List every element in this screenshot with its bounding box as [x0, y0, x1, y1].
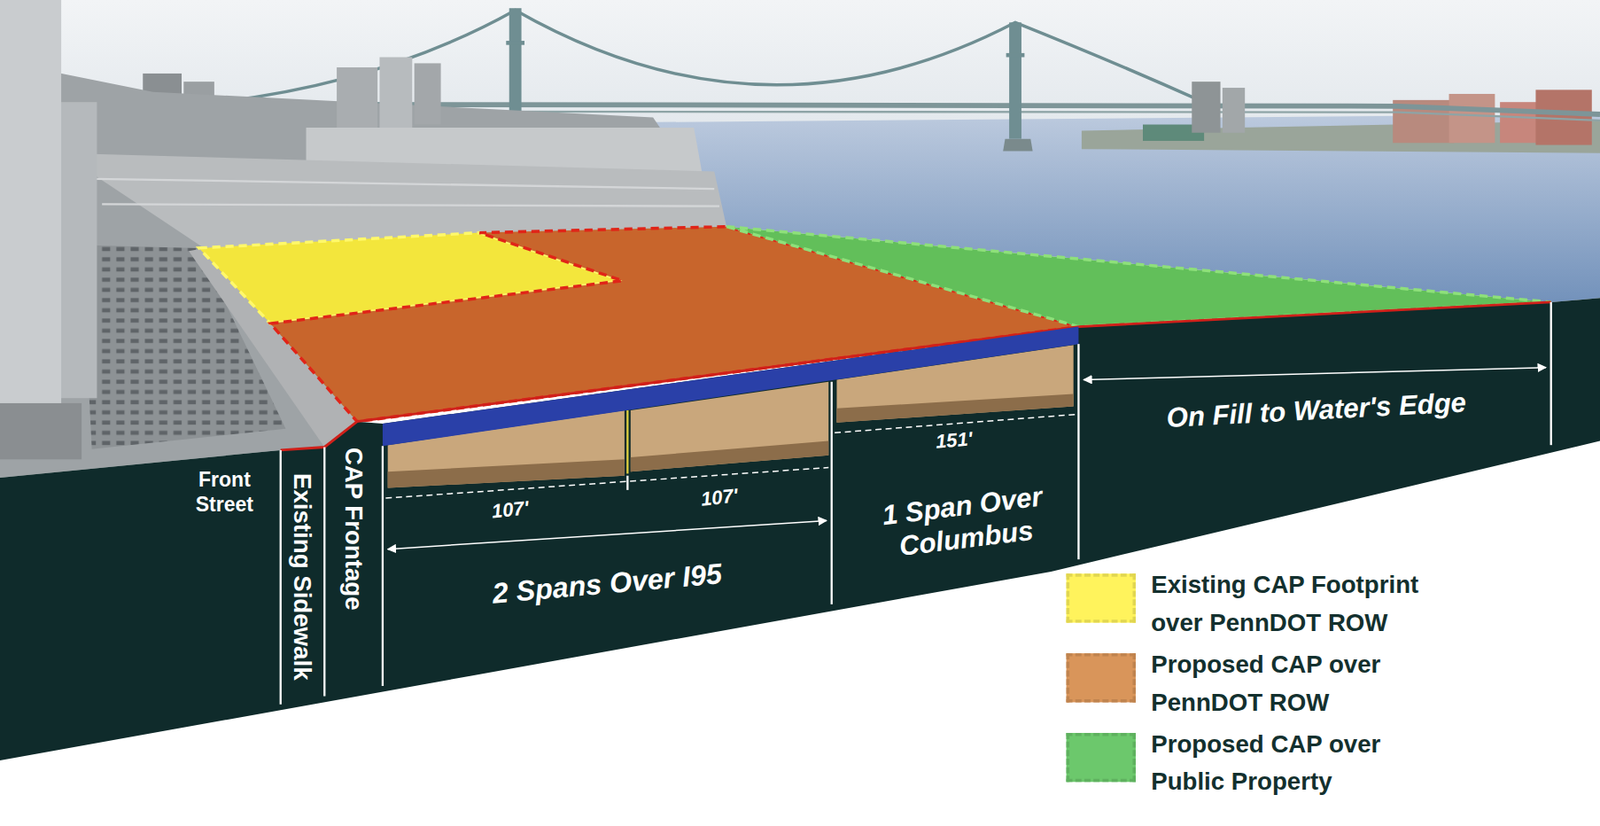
city-building	[0, 403, 82, 459]
tower-pier	[1002, 139, 1033, 152]
legend-text: Existing CAP Footprint over PennDOT ROW	[1150, 565, 1447, 641]
legend-swatch	[1066, 652, 1136, 702]
roadway	[630, 441, 829, 473]
street-label: Front Street	[186, 467, 263, 517]
legend-swatch	[1066, 573, 1136, 622]
anchorage	[1191, 81, 1220, 133]
cap-slab	[382, 326, 1080, 447]
legend-text: Proposed CAP over PennDOT ROW	[1150, 644, 1447, 721]
city-building	[336, 67, 378, 129]
divider-line	[1077, 343, 1080, 560]
legend-item: Existing CAP Footprint over PennDOT ROW	[1066, 573, 1496, 635]
tower-beam	[1006, 53, 1026, 58]
divider-line	[279, 450, 282, 705]
divider-line	[831, 381, 833, 605]
span-label: 1 Span Over Columbus	[869, 478, 1060, 567]
column-label: CAP Frontage	[338, 447, 368, 611]
divider-line	[1550, 302, 1553, 445]
legend-item: Proposed CAP over Public Property	[1066, 732, 1496, 794]
extent-arrow	[1083, 367, 1546, 381]
legend-text: Proposed CAP over Public Property	[1150, 724, 1447, 800]
span-label: 2 Spans Over I95	[490, 556, 723, 611]
section-dividers	[280, 302, 1552, 705]
city-building	[0, 0, 62, 404]
divider-line	[323, 446, 326, 696]
dimension-label: 107'	[699, 484, 739, 512]
dimension-label: 107'	[490, 497, 530, 524]
divider-line	[381, 445, 384, 686]
legend-swatch	[1066, 732, 1136, 782]
cap-edge	[280, 302, 1552, 451]
roadway	[836, 394, 1073, 423]
dimension-label: 151'	[934, 427, 974, 455]
roadway	[388, 458, 625, 488]
anchorage	[1222, 87, 1245, 133]
divider-line	[626, 475, 629, 490]
far-building	[1449, 93, 1496, 143]
city-building	[379, 57, 412, 130]
tower-beam	[505, 40, 525, 46]
span-label: On Fill to Water's Edge	[1165, 386, 1468, 435]
bridge-tower	[1009, 22, 1022, 139]
legend-item: Proposed CAP over PennDOT ROW	[1066, 652, 1496, 715]
extent-arrow	[388, 520, 827, 549]
highway-lane	[81, 178, 720, 207]
pier-line	[626, 410, 629, 474]
column-label: Existing Sidewalk	[287, 473, 317, 681]
dimension-line	[385, 467, 829, 499]
legend: Existing CAP Footprint over PennDOT ROW P…	[1066, 573, 1496, 798]
section-band	[0, 297, 1600, 761]
city-building	[414, 62, 442, 125]
